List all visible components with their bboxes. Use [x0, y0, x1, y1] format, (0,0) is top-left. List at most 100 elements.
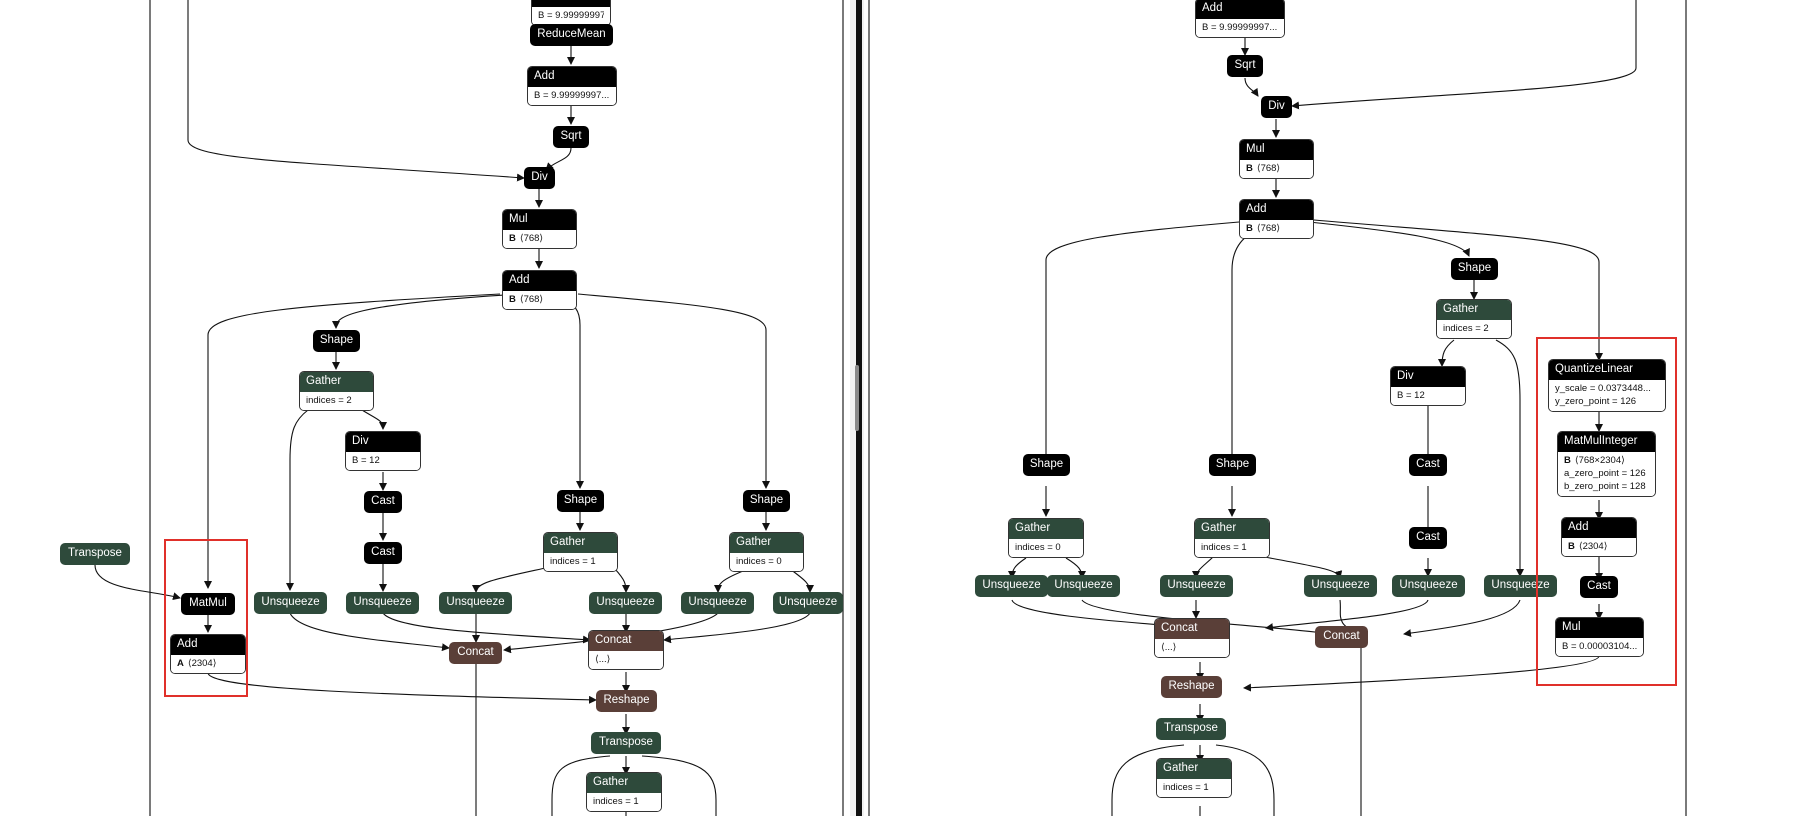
- node-attr-key: B: [509, 233, 516, 244]
- node-mul[interactable]: Mul B⟨768⟩: [502, 209, 577, 249]
- node-gather-4[interactable]: Gather indices = 1: [586, 772, 662, 812]
- node-gather-3[interactable]: Gather indices = 1: [1194, 518, 1270, 558]
- node-add-epsilon-2[interactable]: Add B = 9.99999997...: [527, 66, 617, 106]
- node-attr: a_zero_point = 126: [1564, 468, 1646, 479]
- node-matmul[interactable]: MatMul: [181, 593, 235, 615]
- node-title: Add: [1562, 518, 1636, 538]
- node-title: MatMulInteger: [1558, 432, 1655, 452]
- node-attr: y_scale = 0.0373448...: [1555, 383, 1651, 394]
- node-reshape[interactable]: Reshape: [1161, 676, 1222, 698]
- node-unsqueeze-6[interactable]: Unsqueeze: [773, 592, 843, 614]
- node-shape-3[interactable]: Shape: [1209, 454, 1256, 476]
- node-attr: ⟨...⟩: [595, 654, 611, 665]
- node-unsqueeze-4[interactable]: Unsqueeze: [589, 592, 662, 614]
- node-attr-key: B: [509, 294, 516, 305]
- node-shape-2[interactable]: Shape: [1023, 454, 1070, 476]
- node-concat-2[interactable]: Concat ⟨...⟩: [588, 630, 664, 670]
- node-sqrt[interactable]: Sqrt: [553, 126, 589, 148]
- node-add-bias[interactable]: Add B⟨768⟩: [1239, 199, 1314, 239]
- node-add-epsilon[interactable]: Add B = 9.99999997...: [1195, 0, 1285, 38]
- node-cast[interactable]: Cast: [364, 491, 402, 513]
- node-attr: indices = 0: [1015, 542, 1061, 553]
- node-reducemean[interactable]: ReduceMean: [530, 24, 613, 46]
- node-div[interactable]: Div: [524, 167, 555, 189]
- node-title: Gather: [300, 372, 373, 392]
- node-title: Add: [503, 271, 576, 291]
- node-gather-4[interactable]: Gather indices = 1: [1156, 758, 1232, 798]
- node-title: Mul: [1240, 140, 1313, 160]
- node-attr: ⟨2304⟩: [187, 658, 217, 669]
- node-unsqueeze-3[interactable]: Unsqueeze: [1160, 575, 1233, 597]
- node-gather[interactable]: Gather indices = 2: [299, 371, 374, 411]
- node-add-epsilon[interactable]: Add B = 9.99999997...: [531, 0, 611, 26]
- node-unsqueeze[interactable]: Unsqueeze: [254, 592, 327, 614]
- node-attr: B = 9.99999997...: [1202, 22, 1278, 33]
- node-unsqueeze[interactable]: Unsqueeze: [975, 575, 1048, 597]
- node-attr: ⟨768⟩: [519, 233, 544, 244]
- splitter-grip-handle[interactable]: [855, 365, 859, 431]
- node-shape[interactable]: Shape: [1451, 258, 1498, 280]
- node-unsqueeze-3[interactable]: Unsqueeze: [439, 592, 512, 614]
- node-unsqueeze-2[interactable]: Unsqueeze: [1047, 575, 1120, 597]
- node-gather[interactable]: Gather indices = 2: [1436, 299, 1512, 339]
- node-concat[interactable]: Concat ⟨...⟩: [1154, 618, 1230, 658]
- node-gather-2[interactable]: Gather indices = 0: [1008, 518, 1084, 558]
- node-concat[interactable]: Concat: [449, 642, 502, 664]
- node-unsqueeze-6[interactable]: Unsqueeze: [1484, 575, 1557, 597]
- node-shape[interactable]: Shape: [313, 330, 360, 352]
- node-add-bias-2[interactable]: Add B⟨2304⟩: [1561, 517, 1637, 557]
- node-add-bias[interactable]: Add B⟨768⟩: [502, 270, 577, 310]
- node-div[interactable]: Div: [1261, 96, 1292, 118]
- node-attr: ⟨768⟩: [1256, 163, 1281, 174]
- node-attr: indices = 2: [1443, 323, 1489, 334]
- node-transpose-input[interactable]: Transpose: [60, 543, 130, 565]
- node-attr: indices = 1: [1163, 782, 1209, 793]
- node-div-heads[interactable]: Div B = 12: [345, 431, 421, 471]
- node-transpose[interactable]: Transpose: [1156, 718, 1226, 740]
- pane-splitter[interactable]: [850, 0, 864, 816]
- node-reshape[interactable]: Reshape: [596, 690, 657, 712]
- node-mul-scale[interactable]: Mul B = 0.00003104...: [1555, 617, 1644, 657]
- node-title: Gather: [730, 533, 803, 553]
- node-title: Add: [532, 0, 610, 7]
- node-cast-2[interactable]: Cast: [1409, 527, 1447, 549]
- node-attr-key: B: [1564, 455, 1571, 466]
- node-cast[interactable]: Cast: [1409, 454, 1447, 476]
- node-gather-3[interactable]: Gather indices = 0: [729, 532, 804, 572]
- node-concat-2[interactable]: Concat: [1315, 626, 1368, 648]
- node-attr: ⟨...⟩: [1161, 642, 1177, 653]
- node-attr-key: B: [1246, 163, 1253, 174]
- node-attr: indices = 1: [550, 556, 596, 567]
- node-title: Add: [528, 67, 616, 87]
- left-graph-edges: [94, 0, 844, 816]
- node-title: Add: [1240, 200, 1313, 220]
- node-unsqueeze-5[interactable]: Unsqueeze: [681, 592, 754, 614]
- highlight-matmul-add: [164, 539, 248, 697]
- node-attr: indices = 1: [1201, 542, 1247, 553]
- node-title: Gather: [1009, 519, 1083, 539]
- node-quantizelinear[interactable]: QuantizeLinear y_scale = 0.0373448... y_…: [1548, 359, 1666, 412]
- node-shape-2[interactable]: Shape: [557, 490, 604, 512]
- node-unsqueeze-5[interactable]: Unsqueeze: [1392, 575, 1465, 597]
- left-graph-pane[interactable]: Add B = 9.99999997... ReduceMean Add B =…: [0, 0, 850, 816]
- node-unsqueeze-2[interactable]: Unsqueeze: [346, 592, 419, 614]
- node-title: Add: [171, 635, 245, 655]
- node-mul[interactable]: Mul B⟨768⟩: [1239, 139, 1314, 179]
- node-div-heads[interactable]: Div B = 12: [1390, 366, 1466, 406]
- node-title: Concat: [1155, 619, 1229, 639]
- node-shape-3[interactable]: Shape: [743, 490, 790, 512]
- node-sqrt[interactable]: Sqrt: [1227, 55, 1263, 77]
- node-attr-key: B: [1568, 541, 1575, 552]
- splitter-bar: [856, 0, 862, 816]
- node-unsqueeze-4[interactable]: Unsqueeze: [1304, 575, 1377, 597]
- node-title: Gather: [1195, 519, 1269, 539]
- node-transpose[interactable]: Transpose: [591, 732, 661, 754]
- node-add-qkv-bias[interactable]: Add A⟨2304⟩: [170, 634, 246, 674]
- node-gather-2[interactable]: Gather indices = 1: [543, 532, 618, 572]
- node-cast-3[interactable]: Cast: [1580, 576, 1618, 598]
- node-cast-2[interactable]: Cast: [364, 542, 402, 564]
- node-attr: ⟨2304⟩: [1578, 541, 1608, 552]
- node-matmulinteger[interactable]: MatMulInteger B⟨768×2304⟩ a_zero_point =…: [1557, 431, 1656, 497]
- right-graph-pane[interactable]: Add B = 9.99999997... Sqrt Div Mul B⟨768…: [864, 0, 1800, 816]
- node-attr-key: B: [1246, 223, 1253, 234]
